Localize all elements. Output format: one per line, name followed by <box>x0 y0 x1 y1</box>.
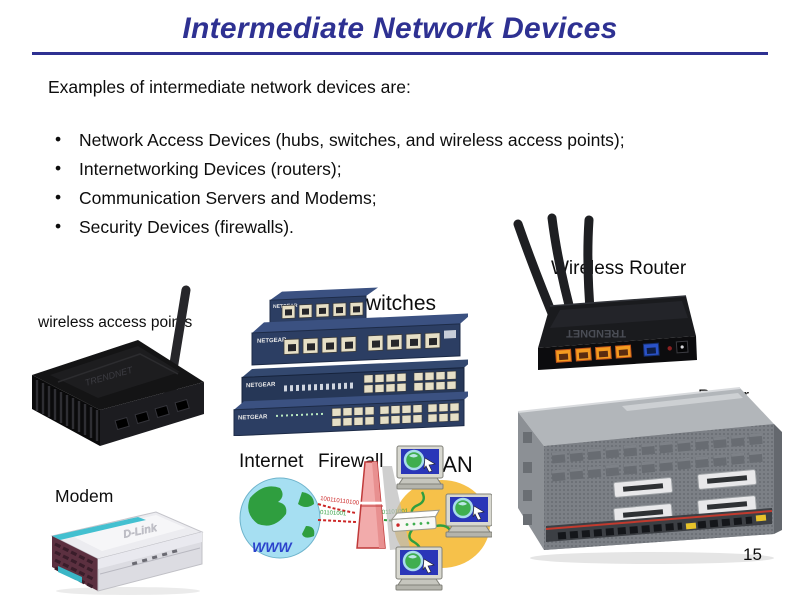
access-point-image: TRENDNET <box>32 285 204 446</box>
bit-stream: 01101001 <box>320 510 347 517</box>
firewall-diagram-image: WWW 100110110100 01101001 01101001 <box>239 444 492 592</box>
page-number: 15 <box>743 545 762 564</box>
access-point-label: wireless access points <box>38 314 193 331</box>
switches-label: Switches <box>352 292 437 315</box>
wireless-router-image: TRENDNET <box>513 213 697 370</box>
page-title: Intermediate Network Devices <box>182 12 618 45</box>
modem-label: Modem <box>55 486 114 506</box>
internet-label: Internet <box>239 451 304 472</box>
switch-brand: NETGEAR <box>238 414 268 421</box>
router-image <box>517 387 782 564</box>
intro-text: Examples of intermediate network devices… <box>48 77 411 97</box>
switches-image: NETGEAR NETGEAR <box>233 287 468 436</box>
bullet-item: Security Devices (firewalls). <box>52 216 712 238</box>
bit-stream: 100110110100 <box>320 496 360 507</box>
hub-icon <box>390 509 440 532</box>
internet-globe-icon: WWW <box>239 477 321 559</box>
switch-brand: NETGEAR <box>257 337 287 344</box>
bullet-item: Communication Servers and Modems; <box>52 187 712 209</box>
bullet-list: Network Access Devices (hubs, switches, … <box>52 129 712 246</box>
bullet-item: Network Access Devices (hubs, switches, … <box>52 129 712 151</box>
switch-brand: NETGEAR <box>246 382 276 389</box>
bullet-item: Internetworking Devices (routers); <box>52 158 712 180</box>
title-divider <box>32 52 768 55</box>
wireless-router-brand: TRENDNET <box>566 327 626 339</box>
globe-text: WWW <box>252 539 293 555</box>
modem-image: D-Link <box>50 511 204 595</box>
